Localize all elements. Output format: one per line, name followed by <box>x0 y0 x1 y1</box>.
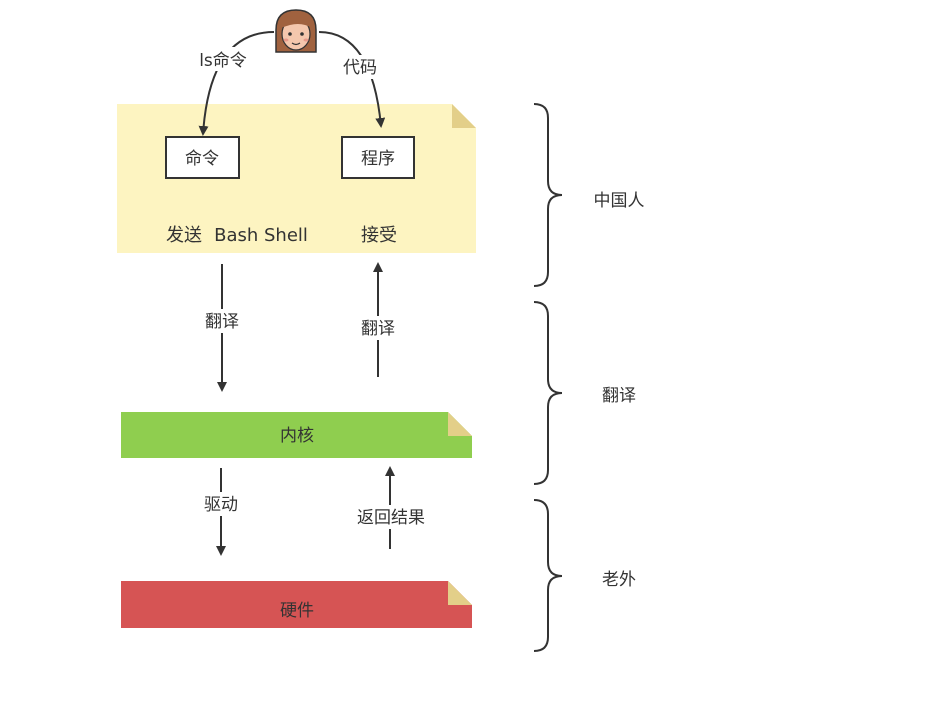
shell-note-fold <box>452 104 476 128</box>
brace-translate <box>533 301 563 485</box>
group-foreigner-label: 老外 <box>602 570 636 590</box>
ls-command-label: ls命令 <box>199 51 247 71</box>
translate-down-label-bg <box>200 309 244 333</box>
return-result-label: 返回结果 <box>357 508 425 528</box>
receive-label: 接受 <box>361 225 397 246</box>
group-translate-label: 翻译 <box>602 386 636 406</box>
hardware-note-fold <box>448 581 472 605</box>
command-box-label: 命令 <box>185 149 219 169</box>
code-label-bg <box>337 55 383 79</box>
ls-command-label-bg <box>192 47 254 71</box>
woman-face-icon <box>275 9 317 53</box>
driver-label: 驱动 <box>204 495 238 515</box>
group-chinese-label: 中国人 <box>594 191 645 211</box>
program-box-label: 程序 <box>361 149 395 169</box>
driver-label-bg <box>199 492 243 516</box>
return-result-label-bg <box>349 505 433 529</box>
kernel-note-fold <box>448 412 472 436</box>
command-box <box>165 136 240 179</box>
hardware-note <box>121 581 472 628</box>
brace-chinese <box>533 103 563 287</box>
kernel-note-body <box>121 412 472 458</box>
program-box <box>341 136 415 179</box>
code-label: 代码 <box>343 58 377 78</box>
bash-shell-label: Bash Shell <box>214 225 308 246</box>
send-label: 发送 <box>166 225 202 246</box>
hardware-note-body <box>121 581 472 628</box>
translate-down-label: 翻译 <box>205 312 239 332</box>
kernel-label: 内核 <box>280 426 314 446</box>
hardware-label: 硬件 <box>280 601 314 621</box>
translate-up-label-bg <box>356 316 400 340</box>
translate-up-label: 翻译 <box>361 319 395 339</box>
kernel-note <box>121 412 472 458</box>
brace-foreigner <box>533 499 563 652</box>
